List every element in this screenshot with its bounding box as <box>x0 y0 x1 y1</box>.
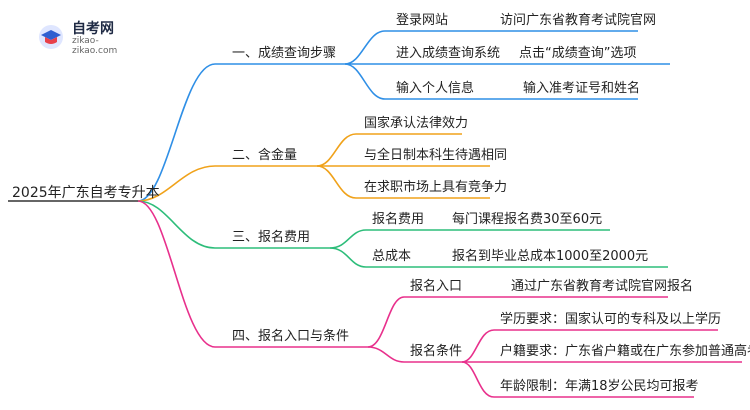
site-logo: 自考网 zikao-zikao.com <box>10 14 140 56</box>
branch-2-connectors <box>137 133 490 202</box>
branch-3-item-1: 报名费用 <box>372 212 425 227</box>
graduation-cap-icon <box>39 25 63 49</box>
branch-1-item-2-detail: 点击“成绩查询”选项 <box>519 46 637 61</box>
branch-2-item-1: 国家承认法律效力 <box>364 116 469 131</box>
branch-3-label: 三、报名费用 <box>232 230 311 245</box>
branch-1-item-3-detail: 输入准考证号和姓名 <box>523 81 641 96</box>
branch-1-label: 一、成绩查询步骤 <box>232 46 337 61</box>
branch-4-item-2: 报名条件 <box>410 344 463 359</box>
branch-4-subitem-2: 户籍要求：广东省户籍或在广东参加普通高考 <box>500 344 750 359</box>
branch-4-label: 四、报名入口与条件 <box>232 329 350 344</box>
branch-4-item-1-detail: 通过广东省教育考试院官网报名 <box>511 279 694 294</box>
logo-subtitle: zikao-zikao.com <box>72 36 118 56</box>
branch-3-item-2-detail: 报名到毕业总成本1000至2000元 <box>452 249 649 264</box>
root-node: 2025年广东自考专升本 <box>12 185 160 201</box>
branch-4-subitem-1: 学历要求：国家认可的专科及以上学历 <box>500 312 722 327</box>
branch-4-item-1: 报名入口 <box>410 279 463 294</box>
branch-4-subitem-3: 年龄限制：年满18岁公民均可报考 <box>500 379 699 394</box>
branch-2-item-2: 与全日制本科生待遇相同 <box>364 148 508 163</box>
branch-2-label: 二、含金量 <box>232 148 298 163</box>
branch-1-item-3: 输入个人信息 <box>396 81 475 96</box>
branch-2-item-3: 在求职市场上具有竞争力 <box>364 180 508 195</box>
branch-3-item-2: 总成本 <box>372 249 412 264</box>
branch-1-connectors <box>137 30 670 202</box>
branch-4-connectors <box>137 200 742 398</box>
branch-1-item-2: 进入成绩查询系统 <box>396 46 501 61</box>
branch-1-item-1-detail: 访问广东省教育考试院官网 <box>500 13 657 28</box>
branch-3-connectors <box>137 200 668 268</box>
logo-title: 自考网 <box>72 21 114 37</box>
branch-1-item-1: 登录网站 <box>396 13 449 28</box>
branch-3-item-1-detail: 每门课程报名费30至60元 <box>452 212 603 227</box>
